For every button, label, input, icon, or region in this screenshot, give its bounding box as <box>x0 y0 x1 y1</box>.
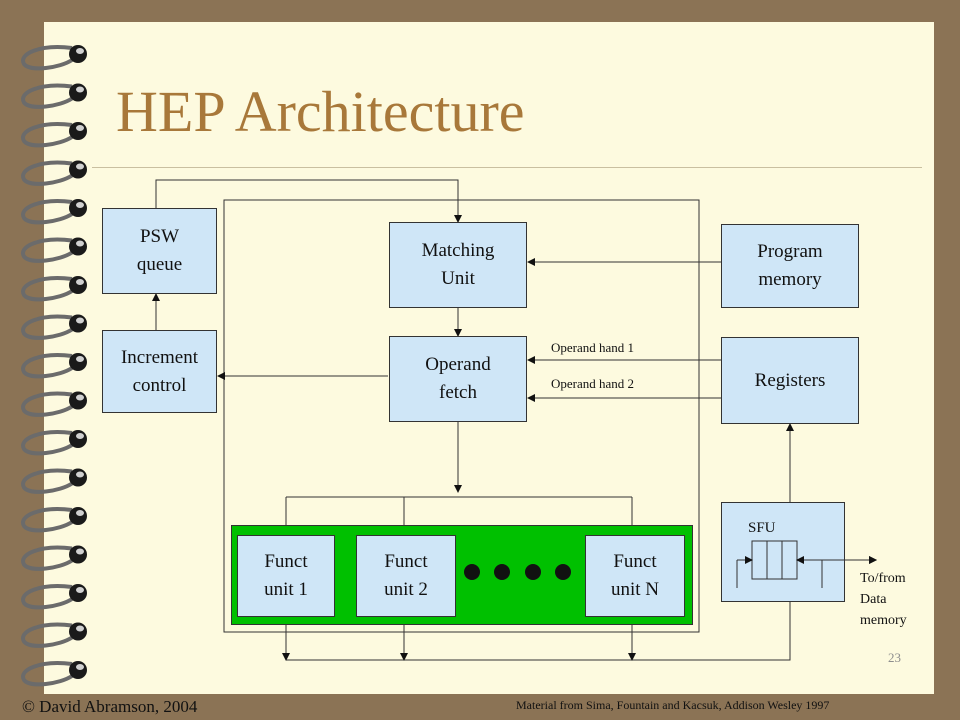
page-number: 23 <box>888 650 901 665</box>
operand-hand-2-label: Operand hand 2 <box>551 376 635 391</box>
spiral-ring <box>21 276 74 302</box>
spiral-ring <box>21 199 74 225</box>
increment-control-box: Increment control <box>102 330 217 413</box>
operand-fetch-box: Operand fetch <box>389 336 527 422</box>
ellipsis-dot <box>525 564 541 580</box>
footer-source: Material from Sima, Fountain and Kacsuk,… <box>516 698 830 712</box>
spiral-hole-shine <box>76 548 84 555</box>
sfu-label: SFU <box>748 520 776 536</box>
spiral-hole-shine <box>76 48 84 54</box>
spiral-ring <box>21 237 74 263</box>
spiral-hole-shine <box>76 240 84 247</box>
title-divider <box>92 167 922 168</box>
spiral-ring <box>21 160 74 186</box>
psw-queue-box: PSW queue <box>102 208 217 294</box>
spiral-hole-shine <box>76 510 84 516</box>
operand-hand-1-label: Operand hand 1 <box>551 340 635 355</box>
spiral-hole-shine <box>76 163 84 170</box>
funct-unit-1-box: Funct unit 1 <box>237 535 335 617</box>
slide-title: HEP Architecture <box>116 79 525 144</box>
program-memory-box: Program memory <box>721 224 859 308</box>
ellipsis-dot <box>494 564 510 580</box>
spiral-ring <box>21 83 74 109</box>
spiral-ring <box>21 468 74 494</box>
spiral-hole-shine <box>76 433 84 439</box>
loop-frame <box>223 199 700 633</box>
data-memory-label: To/from Data memory <box>860 571 907 628</box>
funct-unit-2-box: Funct unit 2 <box>356 535 456 617</box>
spiral-hole-shine <box>76 471 84 478</box>
spiral-hole-shine <box>76 664 84 670</box>
ellipsis-dot <box>464 564 480 580</box>
wire-psw-to-matching <box>155 179 462 223</box>
spiral-hole-shine <box>76 587 84 593</box>
spiral-ring <box>21 430 74 456</box>
spiral-hole-shine <box>76 394 84 401</box>
spiral-ring <box>21 507 74 533</box>
spiral-ring <box>21 661 74 687</box>
spiral-binding-icon <box>21 45 87 687</box>
sfu-box <box>721 502 845 602</box>
spiral-ring <box>21 45 74 71</box>
spiral-ring <box>21 314 74 340</box>
spiral-ring <box>21 584 74 610</box>
spiral-hole-shine <box>76 86 84 93</box>
spiral-hole-shine <box>76 279 84 285</box>
spiral-hole-shine <box>76 356 84 362</box>
footer-copyright: © David Abramson, 2004 <box>22 697 198 716</box>
spiral-hole-shine <box>76 625 84 632</box>
spiral-hole-shine <box>76 202 84 208</box>
spiral-ring <box>21 622 74 648</box>
spiral-hole-shine <box>76 317 84 324</box>
spiral-ring <box>21 122 74 148</box>
funct-unit-n-box: Funct unit N <box>585 535 685 617</box>
spiral-ring <box>21 391 74 417</box>
matching-unit-box: Matching Unit <box>389 222 527 308</box>
spiral-hole-shine <box>76 125 84 131</box>
ellipsis-dot <box>555 564 571 580</box>
spiral-ring <box>21 353 74 379</box>
wire-bottom-bus <box>286 602 791 661</box>
registers-box: Registers <box>721 337 859 424</box>
spiral-ring <box>21 545 74 571</box>
